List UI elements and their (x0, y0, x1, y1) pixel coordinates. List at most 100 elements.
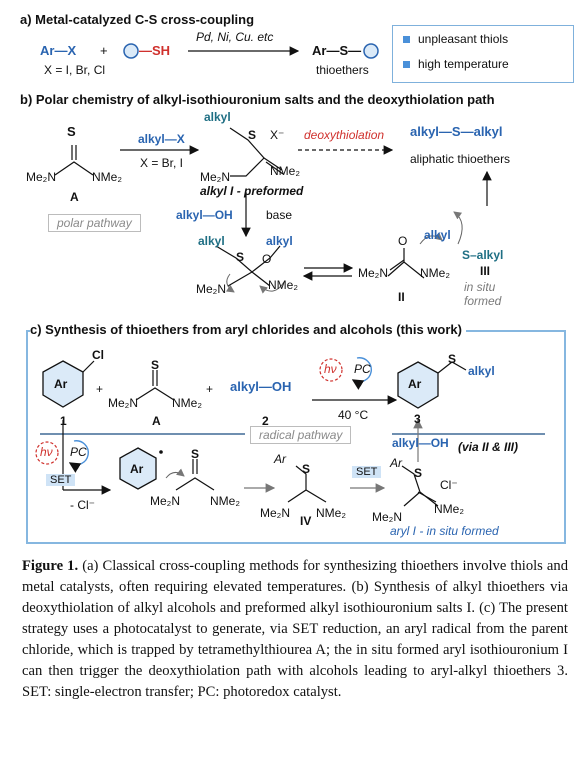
thiourea-s: S (67, 124, 76, 139)
isothiouronium-skeleton (229, 127, 265, 177)
drawback-legend: unpleasant thiols high temperature (392, 25, 574, 83)
compound-a-label-c: A (152, 414, 161, 428)
compound-iii-label: III (480, 264, 491, 278)
hv-label-top: hν (324, 362, 337, 376)
salt-nme2-left: Me₂N (200, 170, 230, 184)
radical-step-nme2-right: NMe₂ (210, 494, 240, 508)
tetra-nme2-left: Me₂N (196, 282, 226, 296)
x-definition-b: X = Br, I (140, 156, 184, 170)
blue-substituent-circle (123, 43, 139, 59)
base-label: base (266, 208, 293, 222)
radical-pathway-tag: radical pathway (250, 426, 352, 444)
plus-sign-c1: + (96, 382, 104, 396)
compound-3-label: 3 (414, 412, 421, 426)
caption-label: Figure 1. (22, 558, 79, 574)
product-circle (363, 43, 379, 59)
alcohol-reagent-b: alkyl—OH (176, 208, 233, 222)
hv-circle-bottom (35, 441, 59, 465)
panel-a-heading: a) Metal-catalyzed C-S cross-coupling (20, 12, 255, 27)
panel-c-heading: c) Synthesis of thioethers from aryl chl… (30, 322, 466, 337)
thiol-sh: —SH (139, 43, 171, 58)
tetra-o: O (262, 252, 272, 266)
product-a: Ar—S— (312, 43, 362, 58)
salt-nme2-right: NMe₂ (270, 164, 300, 178)
aryl-salt-label: aryl I - in situ formed (390, 524, 499, 538)
compound-iv-label: IV (300, 514, 312, 528)
pc-label-bottom: PC (70, 445, 87, 459)
thiourea-s-c: S (151, 358, 160, 372)
ii-nme2-left: Me₂N (358, 266, 388, 280)
salt-s: S (248, 128, 257, 142)
caption-text: (a) Classical cross-coupling methods for… (22, 558, 568, 700)
compound-1-label: 1 (60, 414, 67, 428)
product-ar: Ar (408, 377, 422, 391)
legend-item-temperature: high temperature (403, 57, 509, 71)
legend-square-icon (403, 36, 410, 44)
compound-a-label: A (70, 190, 79, 204)
aryl-cl-1: Cl (92, 348, 104, 362)
iv-ar: Ar (274, 452, 286, 466)
tetra-nme2-right: NMe₂ (268, 278, 298, 292)
aryl-halide: Ar—X (40, 43, 77, 58)
pc-cycle-top (351, 357, 372, 390)
radical-step-s: S (191, 447, 200, 461)
iv-nme2-right: NMe₂ (316, 506, 346, 520)
aryl-salt-nme2-left: Me₂N (372, 510, 402, 524)
radical-step-nme2-left: Me₂N (150, 494, 180, 508)
set-badge-1: SET (46, 474, 76, 486)
polar-pathway-tag: polar pathway (48, 214, 141, 232)
figure-caption: Figure 1. (a) Classical cross-coupling m… (22, 556, 568, 703)
pc-label-top: PC (354, 362, 371, 376)
tetra-s: S (236, 250, 245, 264)
plus-sign-c2: + (206, 382, 214, 396)
aryl-salt-s: S (414, 466, 423, 480)
legend-square-icon (403, 61, 410, 69)
aryl-salt-cl: Cl⁻ (440, 478, 458, 492)
thiourea-nme2-right: NMe₂ (92, 170, 122, 184)
halide-definition: X = I, Br, Cl (44, 63, 106, 77)
via-ii-iii-label: (via II & III) (458, 440, 519, 454)
product-alkyl: alkyl (468, 364, 495, 378)
radical-ar: Ar (130, 462, 144, 476)
preformed-salt-label: alkyl I - preformed (200, 184, 304, 198)
set-badge-2: SET (352, 466, 382, 478)
thiourea-c-nme2-right: NMe₂ (172, 396, 202, 410)
thiourea-nme2-left: Me₂N (26, 170, 56, 184)
ii-alkyl: alkyl (424, 228, 451, 242)
salt-counterion: X⁻ (270, 128, 285, 142)
aryl-ar-1: Ar (54, 377, 68, 391)
panel-b-heading: b) Polar chemistry of alkyl-isothiouroni… (20, 92, 495, 107)
deoxythiolation-label: deoxythiolation (304, 128, 385, 142)
aliphatic-product: alkyl—S—alkyl (410, 124, 503, 139)
iii-s-alkyl: S–alkyl (462, 248, 504, 262)
legend-item-thiols: unpleasant thiols (403, 32, 508, 46)
compound-2-label: 2 (262, 414, 269, 428)
in-situ-label: in situ formed (464, 280, 502, 308)
thiourea-c-nme2-left: Me₂N (108, 396, 138, 410)
plus-sign-a: + (100, 43, 108, 58)
tetra-alkyl-s: alkyl (198, 234, 225, 248)
aliphatic-thioethers-label: aliphatic thioethers (410, 152, 511, 166)
conditions-a: Pd, Ni, Cu. etc (196, 30, 274, 44)
chloride-loss-label: - Cl⁻ (70, 498, 95, 512)
scheme-graphics (35, 43, 545, 507)
pc-cycle-bottom (68, 440, 89, 473)
temperature-label: 40 °C (338, 408, 369, 422)
alcohol-reagent-c2: alkyl—OH (392, 436, 449, 450)
thioethers-label: thioethers (316, 63, 369, 77)
aryl-salt-ar: Ar (390, 456, 402, 470)
tetra-alkyl-o: alkyl (266, 234, 293, 248)
aryl-radical-ring (119, 447, 157, 490)
iv-nme2-left: Me₂N (260, 506, 290, 520)
compound-ii-label: II (398, 290, 405, 304)
hv-circle-top (319, 358, 343, 382)
product-s: S (448, 352, 457, 366)
alcohol-reagent-c: alkyl—OH (230, 379, 292, 394)
iv-s: S (302, 462, 311, 476)
compound-ii-skeleton (387, 248, 425, 279)
ii-nme2-right: NMe₂ (420, 266, 450, 280)
thiourea-a-skeleton (54, 161, 94, 176)
ii-o: O (398, 234, 408, 248)
aryl-salt-nme2-right: NMe₂ (434, 502, 464, 516)
alkyl-halide-reagent: alkyl—X (138, 132, 185, 146)
